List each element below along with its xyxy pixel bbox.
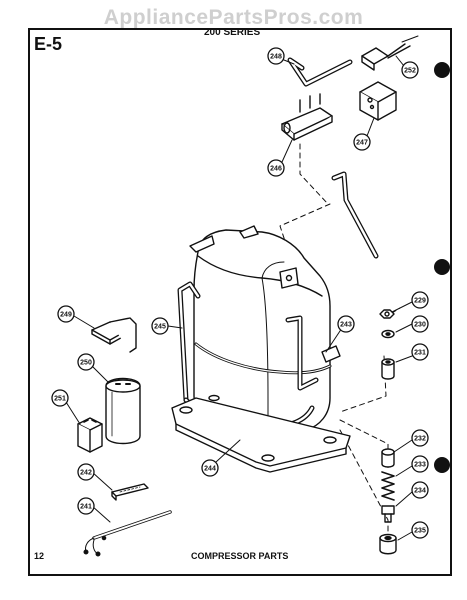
callout-badges: 248 252 247 246 249 245 243 229 230 231 250 251 244 2… (51, 47, 429, 539)
callout-229: 229 (411, 291, 429, 309)
part-compressor-shell (189, 225, 341, 441)
callout-label: 245 (154, 324, 166, 331)
part-tube-248 (287, 57, 353, 87)
diagram-caption: COMPRESSOR PARTS (191, 551, 289, 561)
part-base-plate-244 (171, 394, 351, 473)
callout-233: 233 (411, 455, 429, 473)
part-process-tube-243 (285, 315, 319, 391)
callout-label: 230 (414, 322, 426, 329)
part-capacitor-250 (105, 377, 141, 445)
binder-hole-icon (434, 62, 450, 78)
watermark: AppliancePartsPros.com (103, 6, 364, 29)
callout-label: 247 (356, 140, 368, 147)
callout-label: 251 (54, 396, 66, 403)
callout-label: 229 (414, 298, 426, 305)
callout-250: 250 (77, 353, 95, 371)
callout-251: 251 (51, 389, 69, 407)
callout-label: 232 (414, 436, 426, 443)
part-bolt-234 (381, 505, 395, 523)
callout-label: 250 (80, 360, 92, 367)
callout-246: 246 (267, 159, 285, 177)
figure-code: E-5 (34, 34, 63, 54)
part-sleeve-231 (381, 358, 395, 380)
callout-232: 232 (411, 429, 429, 447)
part-connector-252 (361, 35, 419, 71)
callout-235: 235 (411, 521, 429, 539)
callout-244: 244 (201, 459, 219, 477)
callout-label: 243 (340, 322, 352, 329)
callout-230: 230 (411, 315, 429, 333)
callout-label: 244 (204, 466, 216, 473)
callout-label: 252 (404, 68, 416, 75)
part-capacitor-251 (77, 417, 103, 453)
callout-247: 247 (353, 133, 371, 151)
callout-231: 231 (411, 343, 429, 361)
diagram-frame (28, 28, 452, 576)
binder-hole-icon (434, 457, 450, 473)
callout-leaders (65, 55, 413, 541)
part-terminal-246 (281, 93, 333, 141)
callout-label: 248 (270, 54, 282, 61)
callout-249: 249 (57, 305, 75, 323)
callout-252: 252 (401, 61, 419, 79)
part-relay-247 (359, 81, 397, 121)
callout-248: 248 (267, 47, 285, 65)
callout-241: 241 (77, 497, 95, 515)
part-grommet-235 (379, 533, 397, 555)
callout-label: 231 (414, 350, 426, 357)
callout-label: 235 (414, 528, 426, 535)
part-bracket-249 (91, 317, 137, 353)
callout-label: 242 (80, 470, 92, 477)
callout-label: 233 (414, 462, 426, 469)
callout-label: 249 (60, 312, 72, 319)
callout-label: 234 (414, 488, 426, 495)
part-strip-242 (111, 483, 149, 501)
callout-label: 241 (80, 504, 92, 511)
part-washer-230 (381, 329, 395, 339)
part-harness-241 (83, 510, 172, 557)
callout-234: 234 (411, 481, 429, 499)
part-spring-233 (381, 471, 395, 501)
series-title: 200 SERIES (204, 27, 261, 38)
binder-hole-icon (434, 259, 450, 275)
page-number: 12 (34, 551, 45, 561)
part-discharge-tube (331, 171, 379, 259)
part-nut-229 (379, 309, 395, 319)
callout-label: 246 (270, 166, 282, 173)
callout-245: 245 (151, 317, 169, 335)
part-grommet-232 (381, 448, 395, 468)
callout-243: 243 (337, 315, 355, 333)
callout-242: 242 (77, 463, 95, 481)
